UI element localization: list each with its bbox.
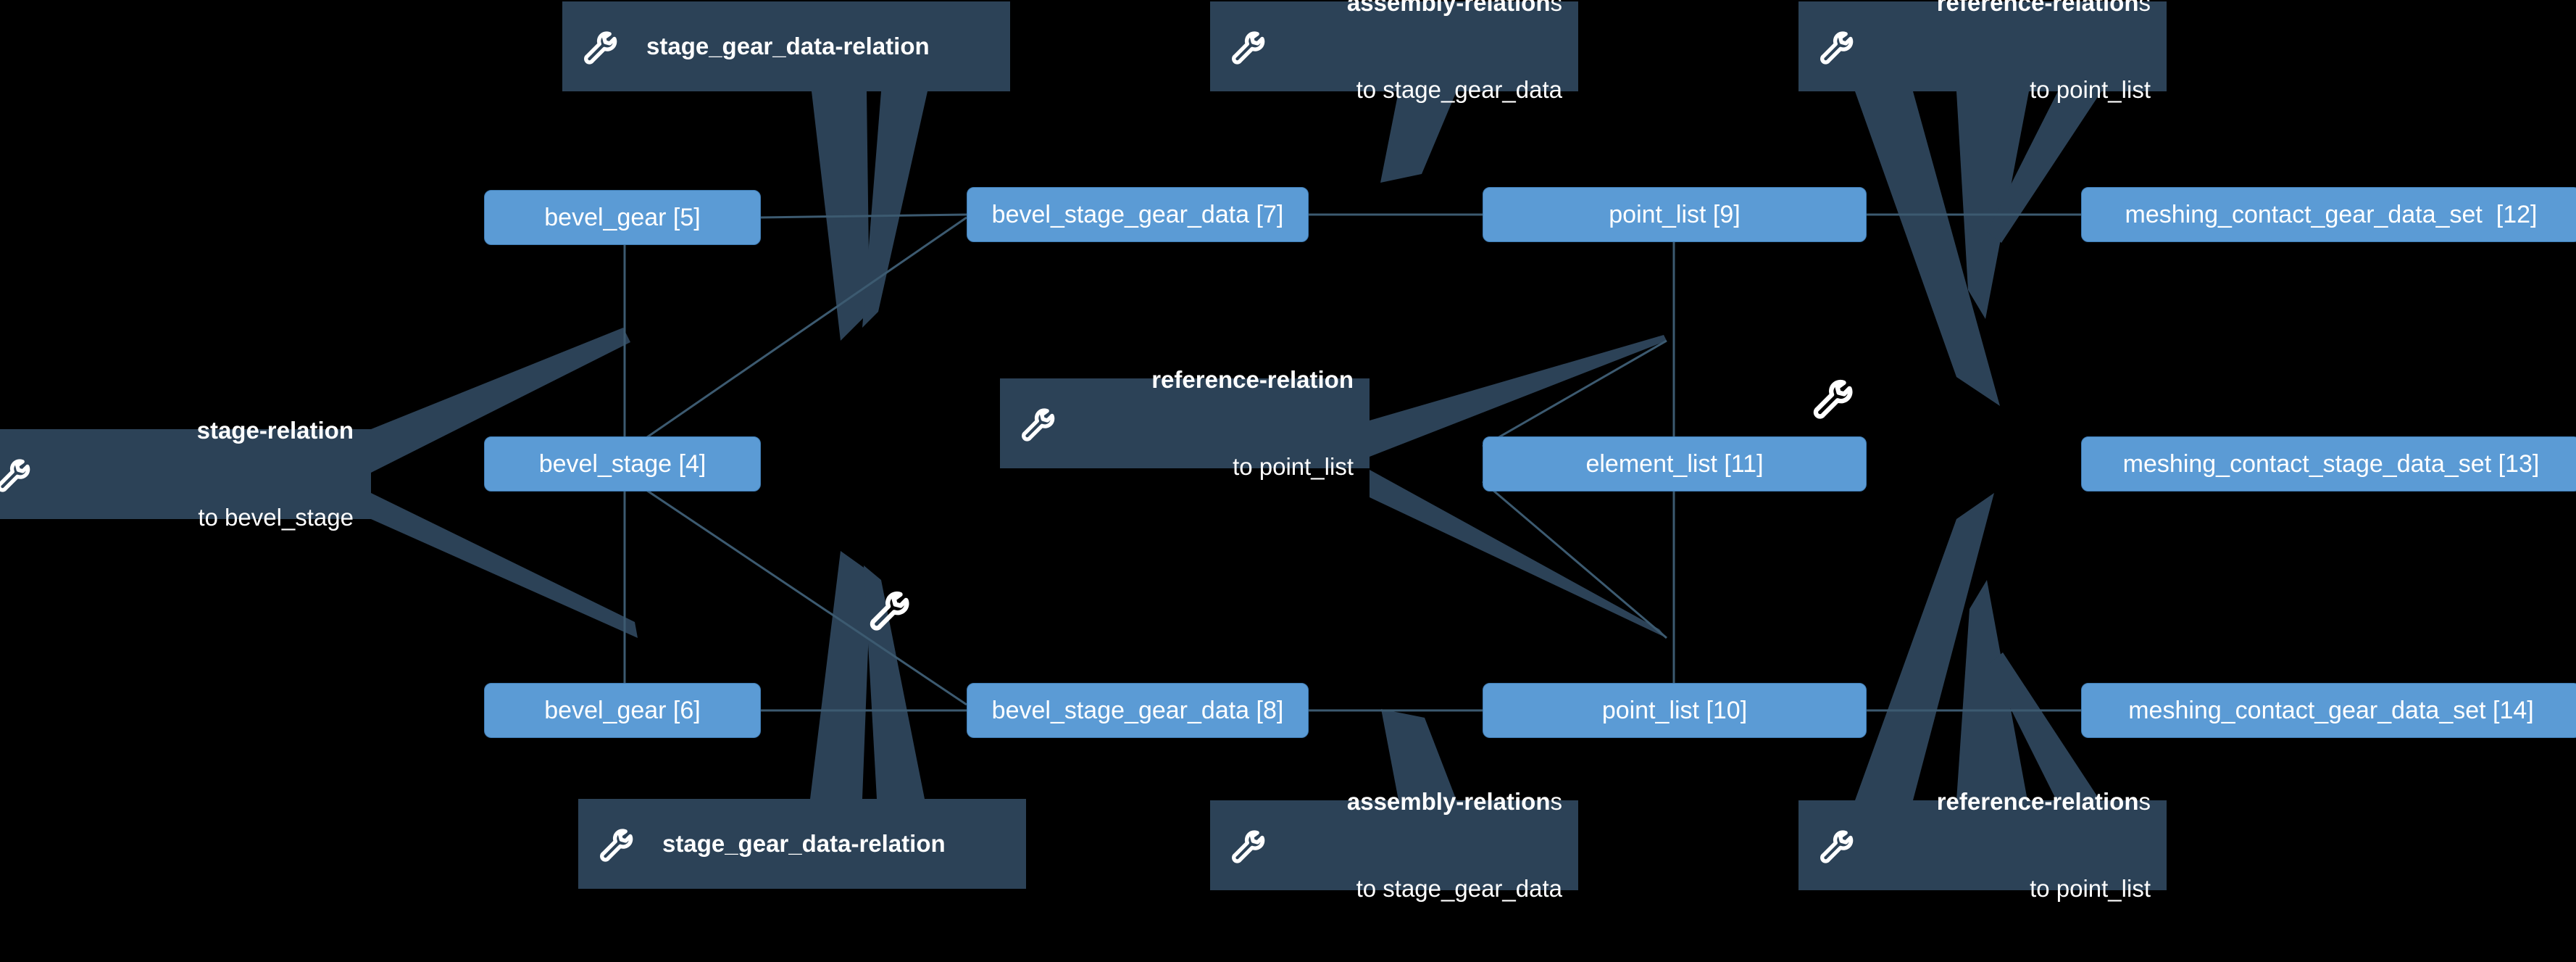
callout-text: stage_gear_data-relation [662, 829, 946, 857]
callout-reference-relations-top[interactable]: reference-relations to point_list [1798, 0, 2167, 103]
node-element-list-11[interactable]: element_list [11] [1483, 436, 1867, 492]
callout-stage-gear-data-relation-top[interactable]: stage_gear_data-relation [562, 1, 1010, 91]
node-bevel-stage-gear-data-8[interactable]: bevel_stage_gear_data [8] [967, 683, 1309, 738]
node-bevel-gear-6[interactable]: bevel_gear [6] [484, 683, 761, 738]
callout-text: stage_gear_data-relation [646, 32, 930, 59]
callout-text: stage-relation to bevel_stage [196, 416, 354, 531]
graph-edges [623, 213, 2081, 712]
callout-tails [371, 91, 2101, 800]
wrench-icon [1817, 821, 1864, 871]
callout-reference-relation-mid[interactable]: reference-relation to point_list [1000, 366, 1370, 480]
connector-layer [371, 91, 2101, 800]
callout-assembly-relations-top[interactable]: assembly-relations to stage_gear_data [1210, 0, 1578, 103]
node-meshing-contact-gear-data-set-14[interactable]: meshing_contact_gear_data_set [14] [2081, 683, 2576, 738]
wrench-icon [1229, 821, 1275, 871]
node-bevel-stage-gear-data-7[interactable]: bevel_stage_gear_data [7] [967, 187, 1309, 242]
callout-text: reference-relation to point_list [1151, 365, 1354, 481]
wrench-icon [581, 22, 628, 72]
node-bevel-stage-4[interactable]: bevel_stage [4] [484, 436, 761, 492]
callout-text: reference-relations to point_list [1936, 787, 2151, 903]
callout-text: assembly-relations to stage_gear_data [1346, 0, 1562, 104]
wrench-icon[interactable] [1810, 368, 1865, 423]
callout-text: reference-relations to point_list [1936, 0, 2151, 104]
node-meshing-contact-stage-data-set-13[interactable]: meshing_contact_stage_data_set [13] [2081, 436, 2576, 492]
wrench-icon[interactable] [867, 580, 922, 635]
node-point-list-10[interactable]: point_list [10] [1483, 683, 1867, 738]
callout-stage-gear-data-relation-bottom[interactable]: stage_gear_data-relation [578, 799, 1026, 889]
wrench-icon [1019, 399, 1065, 449]
callout-assembly-relations-bottom[interactable]: assembly-relations to stage_gear_data [1210, 788, 1578, 902]
node-meshing-contact-gear-data-set-12[interactable]: meshing_contact_gear_data_set [12] [2081, 187, 2576, 242]
callout-text: assembly-relations to stage_gear_data [1346, 787, 1562, 903]
node-point-list-9[interactable]: point_list [9] [1483, 187, 1867, 242]
wrench-icon [1817, 22, 1864, 72]
diagram-canvas: bevel_gear [5] bevel_stage_gear_data [7]… [0, 0, 2576, 902]
wrench-icon [1229, 22, 1275, 72]
wrench-icon [0, 449, 41, 499]
callout-reference-relations-bottom[interactable]: reference-relations to point_list [1798, 788, 2167, 902]
node-bevel-gear-5[interactable]: bevel_gear [5] [484, 190, 761, 245]
wrench-icon [597, 819, 643, 869]
callout-stage-relation-left[interactable]: stage-relation to bevel_stage [0, 417, 371, 531]
